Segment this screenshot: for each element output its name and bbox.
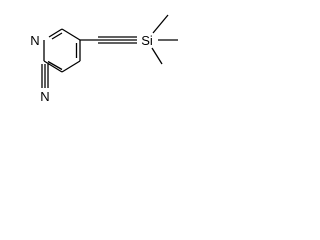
structure-canvas: N N Si (0, 0, 212, 122)
ring-nitrogen-label: N (30, 33, 39, 48)
molecule-structure: N N Si (30, 14, 178, 104)
bond-c6-n1-inner (51, 32, 63, 40)
silicon-label: Si (141, 33, 153, 48)
alkyne-group (80, 36, 137, 44)
bond-c2-c3-inner (47, 60, 63, 71)
bond-c3-c4 (61, 60, 81, 73)
trimethyl-group (151, 14, 178, 65)
si-methyl-down (151, 47, 163, 65)
nitrile-nitrogen-label: N (40, 89, 49, 104)
si-methyl-up (152, 14, 169, 34)
bond-c6-n1 (48, 28, 63, 38)
bond-c5-c6 (61, 28, 81, 41)
pyridine-ring (43, 28, 81, 73)
nitrile-triple-bond (41, 64, 49, 88)
bond-c2-c3 (43, 60, 63, 73)
